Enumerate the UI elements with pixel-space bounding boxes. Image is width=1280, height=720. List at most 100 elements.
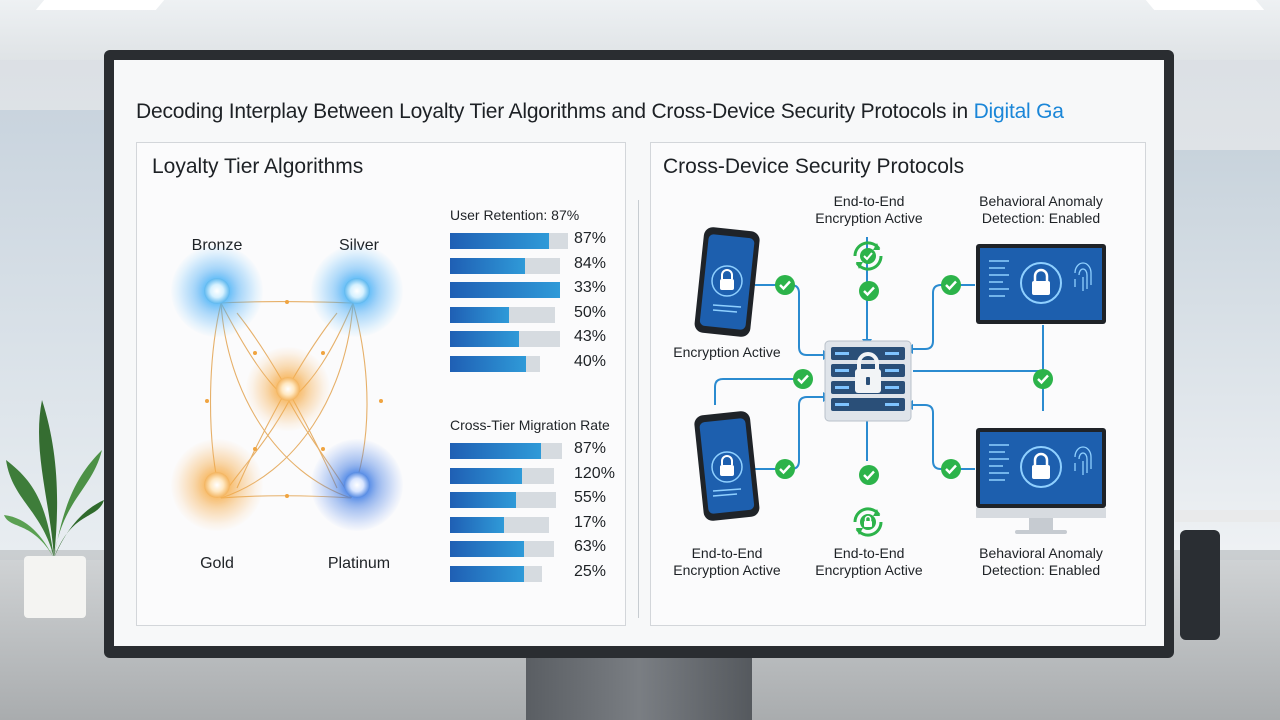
bar-fill: [450, 467, 522, 484]
checkmark-icon: [859, 281, 879, 301]
office-chair: [1180, 530, 1220, 640]
tier-node-bronze[interactable]: [171, 245, 263, 337]
retention-row: 33%: [450, 278, 620, 303]
sync-shield-icon: [853, 241, 883, 271]
bar-value: 84%: [574, 254, 607, 272]
ceiling-light: [35, 0, 165, 10]
retention-row: 43%: [450, 327, 620, 352]
bar-value: 17%: [574, 513, 607, 531]
node-core: [344, 278, 370, 304]
bar-track: [450, 282, 560, 299]
bar-value: 63%: [574, 538, 607, 556]
sync-shield-icon: [853, 507, 883, 537]
bar-value: 40%: [574, 352, 607, 370]
ceiling-light: [1145, 0, 1265, 10]
bar-value: 87%: [574, 440, 607, 457]
security-panel-title: Cross-Device Security Protocols: [663, 155, 965, 178]
checkmark-icon: [859, 465, 879, 485]
bar-track: [450, 541, 554, 558]
node-core: [344, 472, 370, 498]
migration-heading: Cross-Tier Migration Rate: [450, 417, 610, 433]
bar-value: 55%: [574, 489, 607, 507]
node-core: [276, 377, 300, 401]
checkmark-icon: [775, 275, 795, 295]
bar-track: [450, 443, 562, 459]
checkmark-icon: [941, 459, 961, 479]
checkmark-icon: [1033, 369, 1053, 389]
bar-fill: [450, 443, 541, 459]
bar-fill: [450, 257, 525, 274]
bar-fill: [450, 565, 524, 582]
migration-row: 120%: [450, 464, 620, 489]
bar-track: [450, 233, 568, 249]
tier-label-gold: Gold: [200, 555, 234, 572]
checkmark-icon: [775, 459, 795, 479]
retention-heading: User Retention: 87%: [450, 207, 580, 223]
fingerprint-icon: [1074, 262, 1092, 291]
tier-label-platinum: Platinum: [327, 555, 391, 572]
retention-bars: 87% 84% 33% 50% 43% 40%: [450, 229, 620, 377]
retention-row: 50%: [450, 303, 620, 328]
bar-value: 33%: [574, 279, 607, 297]
bar-fill: [450, 541, 524, 558]
node-core: [204, 472, 230, 498]
bar-value: 87%: [574, 230, 607, 247]
migration-row: 55%: [450, 488, 620, 513]
bar-track: [450, 306, 555, 323]
migration-row: 87%: [450, 439, 620, 464]
panel-divider: [638, 200, 639, 618]
tier-node-platinum[interactable]: [311, 439, 403, 531]
monitor-icon[interactable]: [975, 427, 1107, 539]
bar-value: 120%: [574, 464, 615, 482]
checkmark-icon: [941, 275, 961, 295]
node-core: [204, 278, 230, 304]
bar-value: 25%: [574, 562, 607, 580]
bar-track: [450, 565, 542, 582]
loyalty-panel: Loyalty Tier Algorithms: [136, 142, 626, 626]
security-panel: Cross-Device Security Protocols: [650, 142, 1146, 626]
bar-track: [450, 331, 560, 348]
migration-bars: 87% 120% 55% 17% 63% 25%: [450, 439, 620, 587]
bar-value: 43%: [574, 328, 607, 346]
checkmark-icon: [793, 369, 813, 389]
monitor: Decoding Interplay Between Loyalty Tier …: [104, 50, 1174, 658]
bar-value: 50%: [574, 303, 607, 321]
server-icon[interactable]: [823, 339, 913, 423]
plant-icon: [4, 400, 104, 558]
bar-fill: [450, 355, 526, 372]
migration-row: 63%: [450, 537, 620, 562]
bar-fill: [450, 282, 560, 299]
migration-row: 25%: [450, 562, 620, 587]
retention-row: 87%: [450, 229, 620, 254]
bar-track: [450, 355, 540, 372]
bar-track: [450, 492, 556, 509]
office-window: [1172, 150, 1280, 550]
monitor-icon[interactable]: [975, 243, 1107, 325]
bar-track: [450, 257, 560, 274]
tier-hub-node[interactable]: [246, 347, 330, 431]
tier-node-silver[interactable]: [311, 245, 403, 337]
monitor-screen: Decoding Interplay Between Loyalty Tier …: [114, 60, 1164, 646]
bar-fill: [450, 516, 505, 533]
page-title-accent: Digital Ga: [973, 100, 1064, 123]
bar-fill: [450, 492, 516, 509]
plant-pot: [24, 556, 86, 618]
phone-icon[interactable]: [689, 411, 765, 523]
loyalty-panel-title: Loyalty Tier Algorithms: [152, 155, 364, 178]
retention-row: 84%: [450, 254, 620, 279]
tier-node-gold[interactable]: [171, 439, 263, 531]
bar-track: [450, 516, 549, 533]
migration-row: 17%: [450, 513, 620, 538]
label-phone-top: Encryption Active: [673, 344, 781, 360]
monitor-stand: [526, 658, 752, 720]
bar-fill: [450, 306, 509, 323]
retention-row: 40%: [450, 352, 620, 377]
bar-fill: [450, 331, 520, 348]
bar-fill: [450, 233, 550, 249]
phone-icon[interactable]: [689, 227, 765, 339]
